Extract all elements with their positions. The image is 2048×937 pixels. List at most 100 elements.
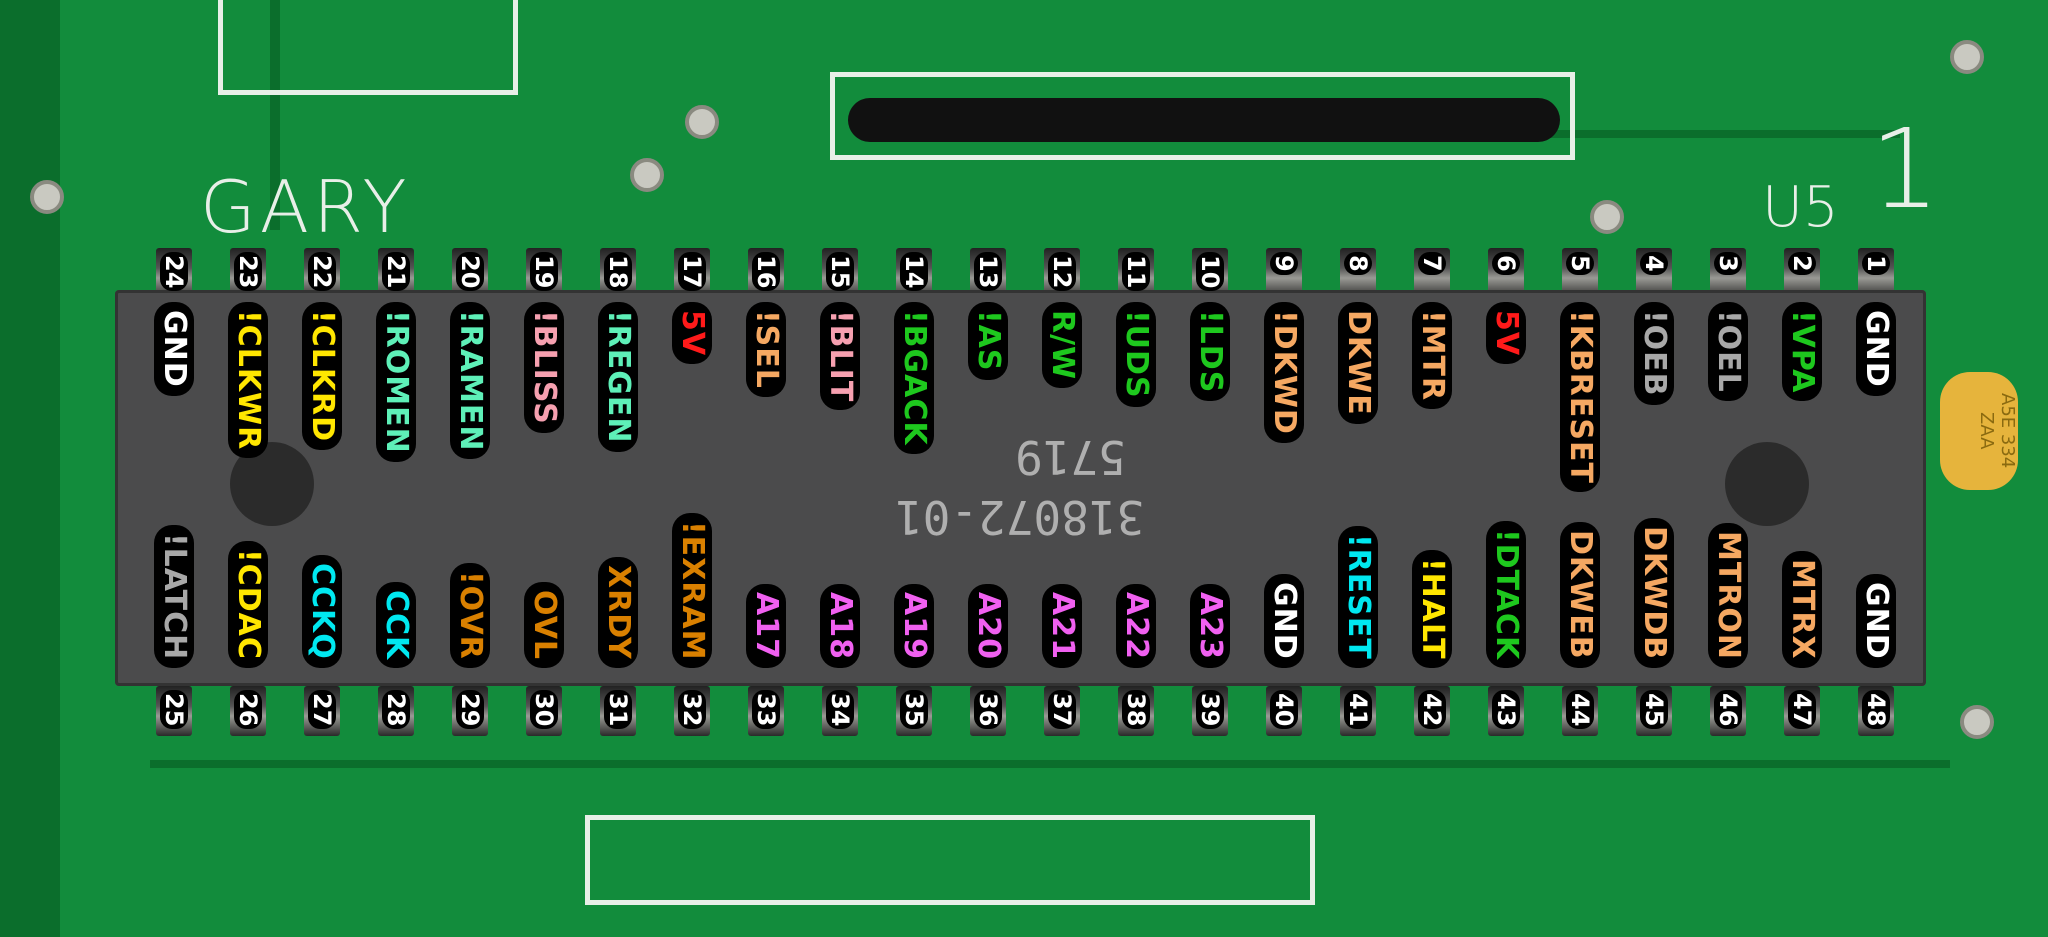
pin-label: !CLKRD: [302, 302, 342, 451]
pin-number: 37: [1048, 690, 1076, 730]
pin-label: 5V: [1486, 302, 1526, 365]
pin-number: 22: [308, 252, 336, 292]
pin-label: A19: [894, 584, 934, 668]
pin-label: !RESET: [1338, 526, 1378, 668]
pin-label: !CLKWR: [228, 302, 268, 459]
via: [630, 158, 664, 192]
pin-label: !LATCH: [154, 524, 194, 668]
pin-label: GND: [1856, 574, 1896, 668]
pin-number: 31: [604, 690, 632, 730]
pin-number: 29: [456, 690, 484, 730]
pin-number: 44: [1566, 690, 1594, 730]
pin-label: XRDY: [598, 557, 638, 668]
pin-number: 1: [1862, 252, 1890, 275]
pin-label: !ROMEN: [376, 302, 416, 462]
pin-label: !LDS: [1190, 302, 1230, 402]
silkscreen-pin1-marker: 1: [1870, 105, 1940, 233]
pin-number: 12: [1048, 252, 1076, 292]
pin-number: 38: [1122, 690, 1150, 730]
pin-number: 32: [678, 690, 706, 730]
pin-number: 39: [1196, 690, 1224, 730]
pin-label: !EXRAM: [672, 512, 712, 668]
pin-label: GND: [1264, 574, 1304, 668]
silkscreen-ref-designator: U5: [1762, 175, 1839, 240]
via: [1590, 200, 1624, 234]
pin-label: A18: [820, 584, 860, 668]
pin-number: 15: [826, 252, 854, 292]
pin-number: 10: [1196, 252, 1224, 292]
pin-number: 41: [1344, 690, 1372, 730]
component-outline: [830, 72, 1575, 160]
pin-label: A20: [968, 584, 1008, 668]
pin-number: 16: [752, 252, 780, 292]
pin-number: 43: [1492, 690, 1520, 730]
pin-number: 3: [1714, 252, 1742, 275]
pin-label: DKWEB: [1560, 522, 1600, 668]
pin-label: !MTR: [1412, 302, 1452, 410]
pin-label: MTRX: [1782, 551, 1822, 668]
pin-label: !DKWD: [1264, 302, 1304, 443]
pin-number: 9: [1270, 252, 1298, 275]
pin-label: DKWDB: [1634, 517, 1674, 668]
pin-number: 24: [160, 252, 188, 292]
pin-number: 30: [530, 690, 558, 730]
pin-label: !OVR: [450, 563, 490, 668]
pin-number: 27: [308, 690, 336, 730]
pin-number: 6: [1492, 252, 1520, 275]
pin-label: !BGACK: [894, 302, 934, 454]
pin-number: 28: [382, 690, 410, 730]
pin-label: A23: [1190, 584, 1230, 668]
pin-label: A22: [1116, 584, 1156, 668]
pin-label: OVL: [524, 581, 564, 668]
pin-number: 19: [530, 252, 558, 292]
pin-number: 20: [456, 252, 484, 292]
pin-number: 36: [974, 690, 1002, 730]
pin-label: R/W: [1042, 302, 1082, 389]
pin-number: 23: [234, 252, 262, 292]
pin-header: [585, 815, 1315, 905]
pin-number: 13: [974, 252, 1002, 292]
pin-label: A21: [1042, 584, 1082, 668]
pin-number: 18: [604, 252, 632, 292]
pin-number: 14: [900, 252, 928, 292]
pin-number: 34: [826, 690, 854, 730]
pin-number: 47: [1788, 690, 1816, 730]
pin-number: 21: [382, 252, 410, 292]
pin-label: !VPA: [1782, 302, 1822, 402]
pin-number: 4: [1640, 252, 1668, 275]
pin-number: 45: [1640, 690, 1668, 730]
pin-number: 48: [1862, 690, 1890, 730]
pin-number: 42: [1418, 690, 1446, 730]
pin-label: !DTACK: [1486, 520, 1526, 668]
pcb-trace: [270, 0, 280, 230]
pin-number: 7: [1418, 252, 1446, 275]
via: [30, 180, 64, 214]
pin-label: !KBRESET: [1560, 302, 1600, 492]
chip-pin1-dimple: [1725, 442, 1809, 526]
pin-label: !AS: [968, 302, 1008, 380]
gary-chip: 318072-01 5719: [115, 290, 1926, 686]
capacitor: A5E 334 ZAA: [1940, 372, 2018, 490]
pin-label: !OEL: [1708, 302, 1748, 401]
resistor-pack: [848, 98, 1560, 142]
via: [685, 105, 719, 139]
pin-number: 5: [1566, 252, 1594, 275]
pin-label: !CDAC: [228, 541, 268, 668]
chip-marking: 5719: [1015, 430, 1126, 484]
via: [1950, 40, 1984, 74]
pin-label: CCK: [376, 581, 416, 668]
pin-label: GND: [154, 302, 194, 396]
pin-number: 11: [1122, 252, 1150, 292]
chip-marking: 318072-01: [895, 490, 1145, 544]
pin-number: 8: [1344, 252, 1372, 275]
pin-number: 33: [752, 690, 780, 730]
pin-label: CCKQ: [302, 555, 342, 668]
pin-label: !UDS: [1116, 302, 1156, 407]
pin-label: !BLISS: [524, 302, 564, 433]
component-outline: [218, 0, 518, 95]
pin-label: !RAMEN: [450, 302, 490, 460]
pcb-trace: [0, 0, 60, 937]
pin-number: 17: [678, 252, 706, 292]
pin-label: DKWE: [1338, 302, 1378, 424]
pin-label: !REGEN: [598, 302, 638, 452]
